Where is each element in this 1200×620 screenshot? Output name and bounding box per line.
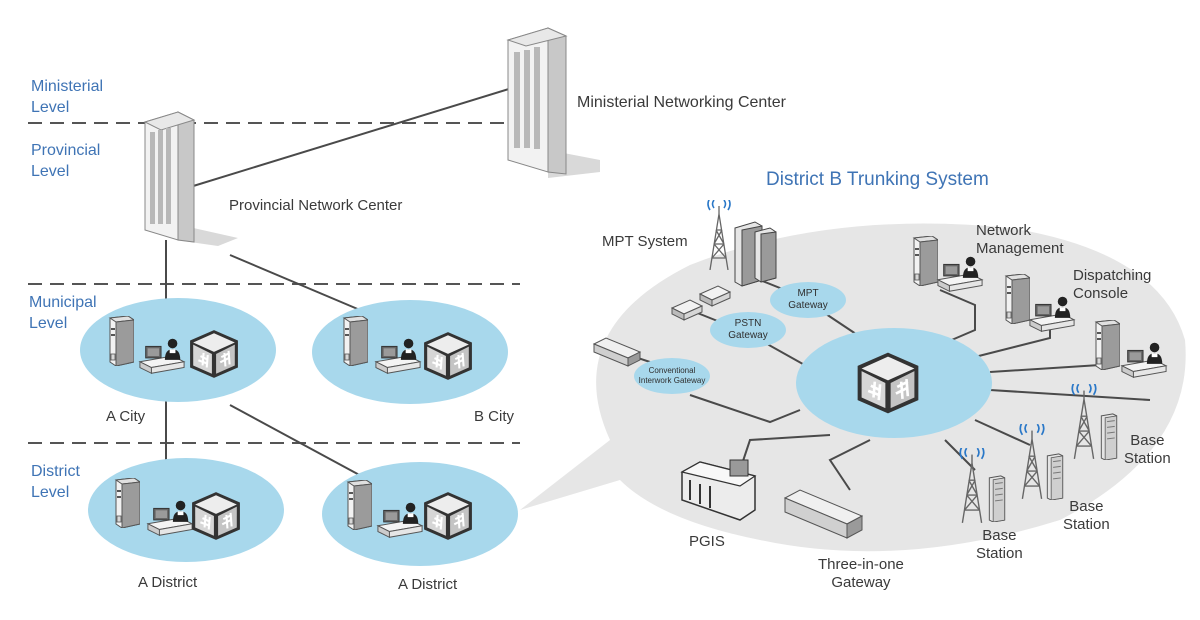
conventional-gateway-label: Conventional Interwork Gateway: [636, 366, 708, 386]
link-console-3: [989, 364, 1101, 373]
conventional-gateway-line2: Interwork Gateway: [638, 376, 706, 385]
a-district-2-label: A District: [398, 576, 458, 593]
a-city-label: A City: [106, 408, 146, 425]
provincial-building: [143, 111, 238, 246]
base-station-3-label: Base Station: [976, 527, 1023, 563]
a-district-1-label: A District: [138, 574, 198, 591]
three-in-one-device: [783, 489, 864, 539]
ministerial-center-label: Ministerial Networking Center: [577, 94, 786, 111]
network-management-line2: Management: [976, 240, 1064, 257]
base-station-3-line2: Station: [976, 545, 1023, 562]
link-provincial-ministerial: [189, 87, 513, 188]
level-dividers: [28, 122, 520, 444]
node-a-city: [80, 298, 276, 402]
base-station-1-line1: Base: [1130, 432, 1165, 449]
link-base-station-1: [989, 389, 1151, 401]
pstn-gateway-label: PSTN Gateway: [722, 318, 774, 342]
level-municipal-line1: Municipal: [29, 294, 97, 311]
pstn-devices: [670, 285, 732, 321]
node-b-city: [312, 300, 508, 404]
level-provincial: Provincial Level: [31, 140, 100, 182]
mpt-gateway-line1: MPT: [797, 288, 819, 299]
base-station-1-label: Base Station: [1124, 432, 1171, 468]
three-in-one-line2: Gateway: [831, 574, 891, 591]
ministerial-building: [506, 27, 600, 178]
provincial-center-label: Provincial Network Center: [229, 197, 403, 214]
link-conventional-core: [689, 394, 801, 424]
pstn-gateway-line2: Gateway: [728, 330, 768, 341]
pgis-device: [680, 459, 757, 521]
base-station-2-line1: Base: [1069, 498, 1104, 515]
level-provincial-line1: Provincial: [31, 142, 101, 159]
dispatching-console-line1: Dispatching: [1073, 267, 1152, 284]
level-ministerial-line2: Level: [31, 99, 70, 116]
mpt-gateway-label: MPT Gateway: [782, 288, 834, 312]
trunking-title: District B Trunking System: [766, 169, 989, 190]
mpt-gateway-line2: Gateway: [788, 300, 828, 311]
conventional-gateway-ellipse: [634, 358, 710, 394]
pstn-gateway-line1: PSTN: [734, 318, 762, 329]
dispatching-console-line2: Console: [1073, 285, 1129, 302]
link-a-city-a-district-2: [229, 404, 366, 479]
node-a-district-1: [88, 458, 284, 562]
three-in-one-line1: Three-in-one: [818, 556, 904, 573]
base-station-2-line2: Station: [1063, 516, 1110, 533]
base-station-2-label: Base Station: [1063, 498, 1110, 534]
level-municipal-line2: Level: [29, 315, 68, 332]
level-municipal: Municipal Level: [29, 292, 97, 334]
network-management-line1: Network: [976, 222, 1032, 239]
b-city-label: B City: [474, 408, 515, 425]
base-station-3-line1: Base: [982, 527, 1017, 544]
link-provincial-b-city: [229, 254, 361, 311]
conventional-gateway-line1: Conventional: [648, 366, 696, 375]
mpt-gateway-ellipse: [770, 282, 846, 318]
link-base-station-2: [974, 419, 1031, 446]
link-three-in-one: [828, 439, 871, 491]
pgis-label: PGIS: [689, 533, 725, 550]
mpt-system-label: MPT System: [602, 233, 688, 250]
node-a-district-2: [322, 462, 518, 566]
trunking-core: [796, 328, 992, 438]
base-station-1-line2: Station: [1124, 450, 1171, 467]
conventional-device: [592, 337, 642, 367]
network-management-label: Network Management: [976, 222, 1064, 258]
pstn-gateway-ellipse: [710, 312, 786, 348]
three-in-one-label: Three-in-one Gateway: [818, 556, 904, 592]
dispatching-console-label: Dispatching Console: [1073, 267, 1151, 303]
link-network-management: [939, 289, 976, 346]
level-ministerial: Ministerial Level: [31, 76, 103, 118]
level-provincial-line2: Level: [31, 163, 70, 180]
level-district-line2: Level: [31, 484, 70, 501]
mpt-system: [707, 200, 777, 287]
level-district-line1: District: [31, 463, 80, 480]
level-district: District Level: [31, 461, 80, 503]
level-ministerial-line1: Ministerial: [31, 78, 104, 95]
